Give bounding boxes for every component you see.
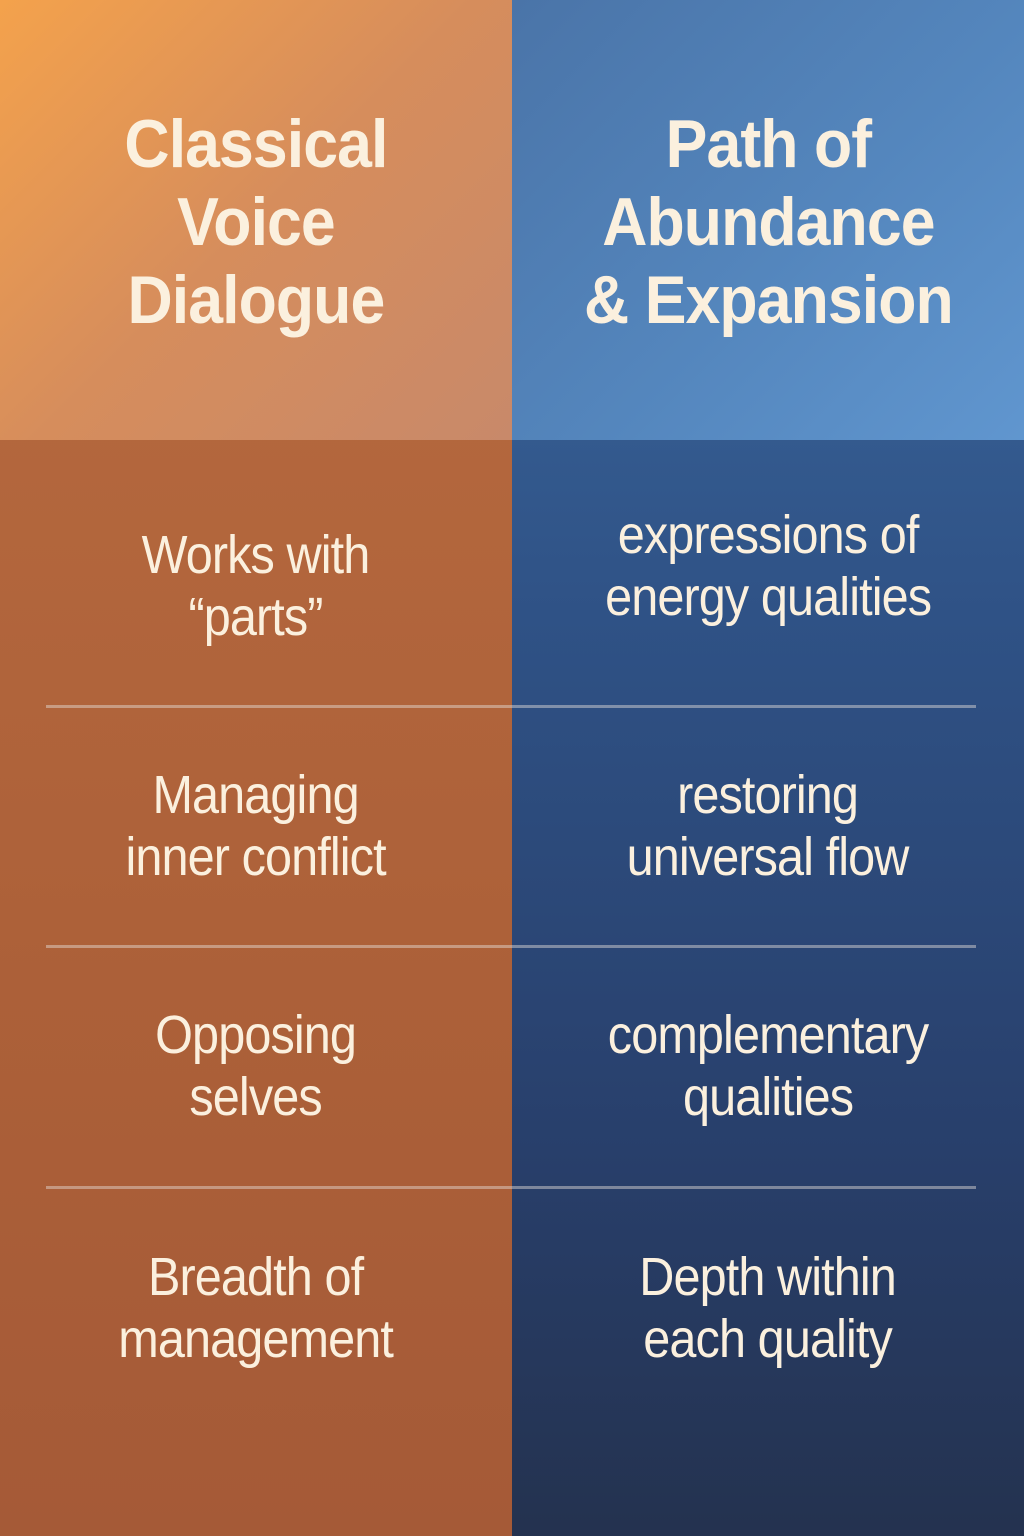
column-title: Path of Abundance & Expansion bbox=[583, 106, 954, 338]
cell-text: Managing inner conflict bbox=[125, 765, 387, 887]
cell-text: Breadth of management bbox=[118, 1247, 395, 1369]
row-divider bbox=[46, 945, 976, 948]
cell-text: complementary qualities bbox=[607, 1005, 929, 1127]
comparison-cell: restoring universal flow bbox=[512, 706, 1024, 946]
comparison-cell: Depth within each quality bbox=[512, 1188, 1024, 1428]
cell-text: Works with “parts” bbox=[142, 525, 371, 647]
path-of-abundance-column: Path of Abundance & Expansion expression… bbox=[512, 0, 1024, 1536]
comparison-cell: Managing inner conflict bbox=[0, 706, 512, 946]
cell-text: expressions of energy qualities bbox=[604, 505, 932, 627]
classical-voice-dialogue-column: Classical Voice Dialogue Works with “par… bbox=[0, 0, 512, 1536]
comparison-cell: expressions of energy qualities bbox=[512, 446, 1024, 686]
cell-text: Opposing selves bbox=[155, 1005, 358, 1127]
row-divider bbox=[46, 705, 976, 708]
cell-text: Depth within each quality bbox=[639, 1247, 898, 1369]
column-header: Path of Abundance & Expansion bbox=[512, 0, 1024, 440]
comparison-cell: complementary qualities bbox=[512, 946, 1024, 1186]
comparison-cell: Works with “parts” bbox=[0, 466, 512, 706]
row-divider bbox=[46, 1186, 976, 1189]
cell-text: restoring universal flow bbox=[627, 765, 910, 887]
comparison-cell: Breadth of management bbox=[0, 1188, 512, 1428]
column-header: Classical Voice Dialogue bbox=[0, 0, 512, 440]
column-title: Classical Voice Dialogue bbox=[124, 106, 388, 338]
comparison-cell: Opposing selves bbox=[0, 946, 512, 1186]
